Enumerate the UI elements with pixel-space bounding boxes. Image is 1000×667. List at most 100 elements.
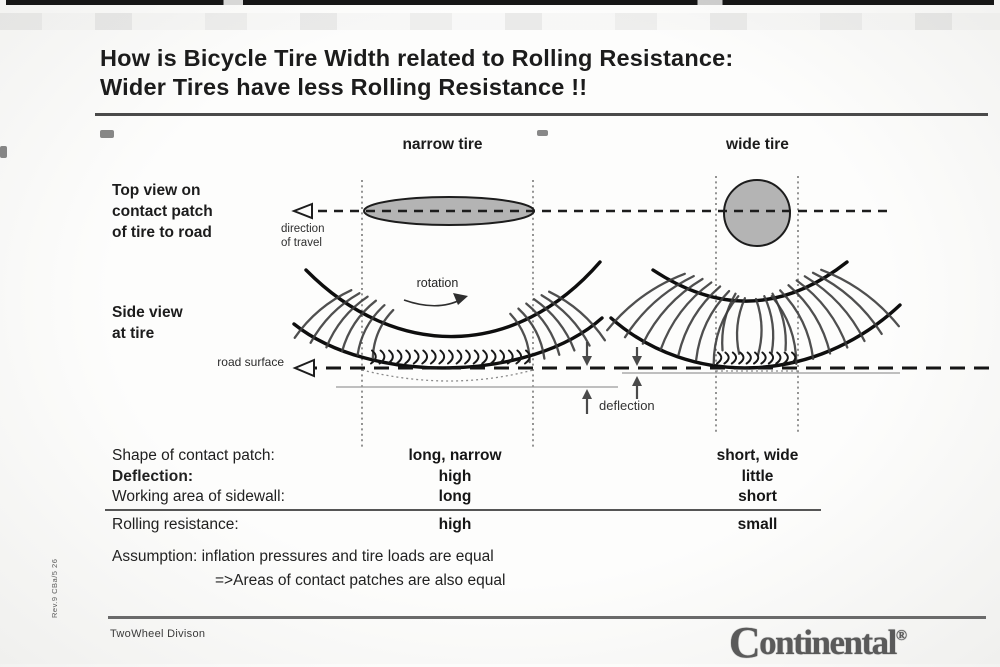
contact-hatch-mark bbox=[438, 349, 446, 365]
rotation-arrowhead-icon bbox=[453, 293, 468, 305]
row-value-narrow: long, narrow bbox=[408, 447, 502, 464]
wide-deflection-up-head-icon bbox=[632, 376, 642, 386]
contact-hatch-mark bbox=[489, 349, 497, 365]
table-row: Deflection: high little bbox=[0, 468, 1000, 488]
scan-speck bbox=[537, 130, 548, 136]
contact-hatch-mark bbox=[370, 349, 377, 365]
contact-hatch-mark bbox=[395, 349, 403, 365]
rotation-label: rotation bbox=[416, 276, 459, 290]
contact-hatch-mark bbox=[760, 351, 767, 365]
assumption-line2: =>Areas of contact patches are also equa… bbox=[215, 572, 506, 589]
side-view-label: Side view at tire bbox=[112, 304, 183, 342]
slide-title-line1: How is Bicycle Tire Width related to Rol… bbox=[100, 45, 734, 71]
road-arrowhead-icon bbox=[292, 358, 315, 378]
contact-hatch-mark bbox=[404, 349, 411, 365]
row-label-rolling-resistance: Rolling resistance: bbox=[112, 516, 239, 533]
row-value-wide: small bbox=[737, 516, 778, 533]
sidewall-hatch-stroke bbox=[641, 277, 704, 345]
sidewall-hatch-stroke bbox=[754, 297, 763, 357]
sidewall-hatch-stroke bbox=[532, 298, 576, 352]
contact-hatch-mark bbox=[782, 351, 789, 365]
sidewall-hatch-stroke bbox=[659, 281, 713, 351]
sidewall-hatch-stroke bbox=[540, 294, 591, 347]
rotation-arrow bbox=[403, 298, 463, 307]
sidewall-hatch-stroke bbox=[787, 284, 832, 355]
sidewall-hatch-stroke bbox=[371, 308, 395, 360]
narrow-deflection-up-head-icon bbox=[582, 389, 592, 399]
contact-hatch-mark bbox=[730, 351, 738, 365]
contact-hatch-mark bbox=[472, 349, 480, 365]
contact-hatch-mark bbox=[790, 351, 797, 365]
sidewall-hatch-stroke bbox=[712, 295, 740, 365]
scan-edge-bar bbox=[6, 0, 994, 5]
division-label: TwoWheel Divison bbox=[110, 628, 206, 640]
deflection-label: deflection bbox=[599, 398, 655, 413]
title-underline bbox=[95, 113, 988, 116]
contact-hatch-mark bbox=[767, 351, 775, 365]
sidewall-hatch-stroke bbox=[695, 289, 731, 361]
contact-hatch-mark bbox=[378, 349, 386, 365]
table-row: Working area of sidewall: long short bbox=[0, 488, 1000, 508]
contact-hatch-mark bbox=[498, 349, 506, 365]
logo-initial: C bbox=[728, 618, 761, 667]
contact-hatch-mark bbox=[447, 349, 454, 365]
contact-hatch-mark bbox=[455, 349, 463, 365]
contact-hatch-mark bbox=[506, 349, 514, 365]
sidewall-hatch-stroke bbox=[309, 292, 361, 344]
sidewall-hatch-stroke bbox=[293, 289, 353, 339]
top-view-label: Top view on contact patch of tire to roa… bbox=[112, 182, 213, 241]
continental-logo: Continental® bbox=[698, 616, 938, 665]
scan-speck bbox=[0, 146, 7, 158]
assumption-line1: Assumption: inflation pressures and tire… bbox=[112, 548, 494, 565]
sidewall-hatch-stroke bbox=[340, 299, 378, 353]
contact-hatch-mark bbox=[481, 349, 488, 365]
row-value-wide: little bbox=[741, 467, 774, 485]
table-summary-row: Rolling resistance: high small bbox=[0, 516, 1000, 536]
logo-text: ontinental bbox=[759, 623, 897, 662]
row-value-wide: short, wide bbox=[716, 447, 799, 464]
narrow-deflection-down-head-icon bbox=[582, 356, 592, 366]
contact-hatch-mark bbox=[753, 351, 760, 365]
sidewall-hatch-stroke bbox=[547, 290, 607, 342]
footer-line bbox=[108, 616, 986, 619]
sidewall-hatch-stroke bbox=[811, 271, 883, 336]
sidewall-hatch-stroke bbox=[795, 279, 849, 349]
slide-title: How is Bicycle Tire Width related to Rol… bbox=[100, 44, 733, 102]
contact-hatch-mark bbox=[745, 351, 752, 365]
contact-hatch-mark bbox=[464, 349, 471, 365]
contact-hatch-mark bbox=[723, 351, 730, 365]
road-surface-label: road surface bbox=[217, 355, 284, 369]
row-value-wide: short bbox=[738, 488, 777, 505]
sidewall-hatch-stroke bbox=[623, 274, 695, 339]
wide-deflection-down-head-icon bbox=[632, 356, 642, 366]
scan-smudge-band bbox=[0, 13, 1000, 30]
row-label-contact-patch: Shape of contact patch: bbox=[112, 447, 275, 464]
row-label-sidewall: Working area of sidewall: bbox=[112, 488, 285, 505]
row-label-deflection: Deflection: bbox=[112, 467, 194, 485]
contact-hatch-mark bbox=[524, 349, 531, 365]
narrow-deflection-sag bbox=[361, 369, 534, 382]
row-value-narrow: high bbox=[438, 467, 472, 485]
narrow-tire-inner-arc bbox=[304, 260, 602, 339]
sidewall-hatch-stroke bbox=[779, 289, 815, 361]
registered-mark-icon: ® bbox=[895, 628, 908, 644]
row-value-narrow: high bbox=[438, 516, 472, 533]
contact-hatch-mark bbox=[738, 351, 745, 365]
sidewall-hatch-stroke bbox=[721, 292, 737, 352]
table-separator-line bbox=[105, 509, 821, 511]
table-row: Shape of contact patch: long, narrow sho… bbox=[0, 447, 1000, 467]
sidewall-hatch-stroke bbox=[356, 304, 386, 356]
row-value-narrow: long bbox=[438, 488, 472, 505]
sidewall-hatch-layer bbox=[293, 268, 900, 365]
contact-hatch-mark bbox=[412, 349, 420, 365]
contact-hatch-mark bbox=[421, 349, 429, 365]
sidewall-hatch-stroke bbox=[325, 295, 369, 349]
edge-revision-note: Rev.9 CBa/5 26 bbox=[50, 558, 59, 618]
column-header-narrow-tire: narrow tire bbox=[402, 136, 483, 153]
column-header-wide-tire: wide tire bbox=[726, 136, 789, 153]
travel-arrowhead-icon bbox=[291, 202, 313, 220]
sidewall-hatch-stroke bbox=[803, 275, 866, 343]
contact-hatch-mark bbox=[387, 349, 394, 365]
